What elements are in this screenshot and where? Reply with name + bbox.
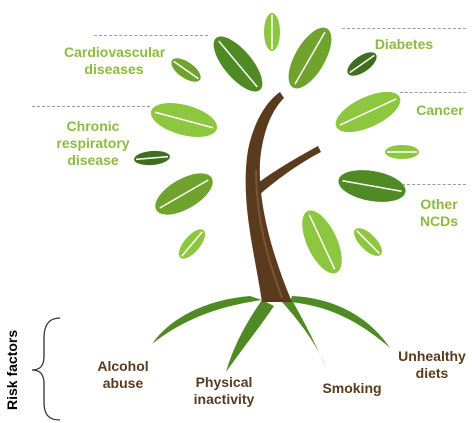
root-right <box>290 296 390 348</box>
trunk-main <box>245 92 292 302</box>
label-cardiovascular-diseases: Cardiovascular diseases <box>64 44 166 77</box>
root-mid-left <box>226 300 274 372</box>
leaf-right-small <box>385 145 419 159</box>
leaf-top-small <box>264 13 280 51</box>
leaf-cancer-large <box>335 91 401 133</box>
risk-factors-brace <box>31 317 61 421</box>
label-physical-inactivity: Physical inactivity <box>193 374 255 407</box>
label-diabetes: Diabetes <box>374 36 434 52</box>
risk-factors-title: Risk factors <box>4 329 20 410</box>
roots <box>152 296 390 372</box>
other-ncds-leader-line <box>402 184 466 185</box>
leaves <box>134 13 419 274</box>
label-unhealthy-diets: Unhealthy diets <box>398 348 466 381</box>
leaf-respiratory-small <box>134 150 170 166</box>
trunk <box>245 92 321 302</box>
leaf-other-ncds-large <box>338 170 406 202</box>
root-mid-right <box>282 300 326 368</box>
root-left <box>152 296 262 344</box>
leaf-center-lower-large <box>302 210 342 274</box>
leaf-upper-right-large <box>288 27 332 89</box>
leaf-cardio-small <box>171 58 201 82</box>
leaf-upper-left-large <box>213 36 263 92</box>
cancer-leader-line <box>400 92 466 93</box>
label-cancer: Cancer <box>416 102 464 118</box>
leaf-right-bottom-small <box>354 228 382 256</box>
leaf-left-mid-large <box>150 103 218 137</box>
respiratory-leader-line <box>32 106 150 107</box>
label-alcohol-abuse: Alcohol abuse <box>97 358 149 391</box>
label-chronic-respiratory-disease: Chronic respiratory disease <box>56 118 130 168</box>
trunk-branch <box>254 146 321 196</box>
diabetes-leader-line <box>342 28 466 29</box>
leaf-left-bottom-small <box>178 229 206 259</box>
cardio-leader-line <box>94 35 208 36</box>
label-other-ncds: Other NCDs <box>419 196 459 229</box>
leaf-diabetes-small <box>347 52 377 76</box>
trunk-highlight <box>255 169 283 299</box>
leaf-left-lower-large <box>155 173 213 215</box>
risk-factors-title-wrap: Risk factors <box>0 0 24 423</box>
label-smoking: Smoking <box>322 380 382 396</box>
